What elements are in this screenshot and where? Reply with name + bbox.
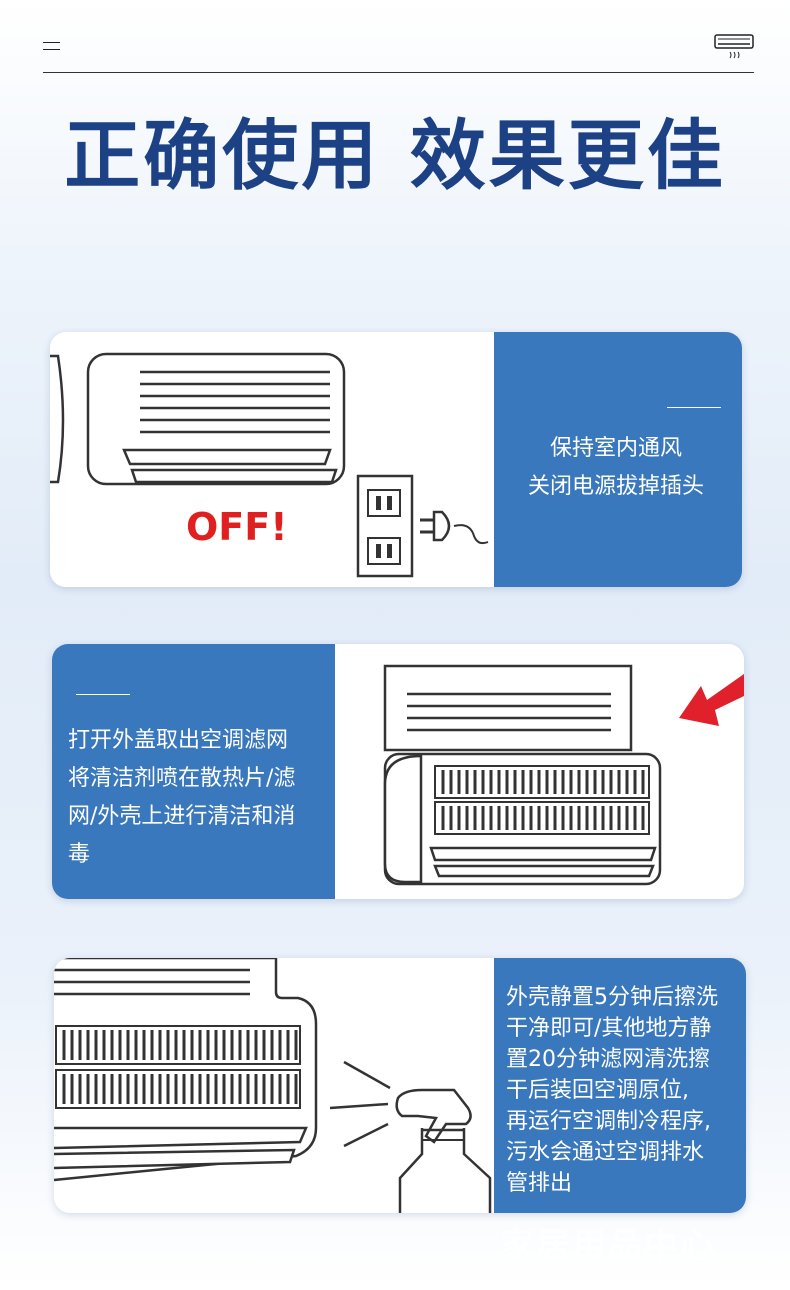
air-conditioner-icon bbox=[714, 34, 754, 59]
watermark: 家居用品中心 bbox=[500, 1226, 716, 1266]
step-1-panel: 保持室内通风 关闭电源拔掉插头 bbox=[494, 332, 742, 587]
step-card-3: 外壳静置5分钟后擦洗 干净即可/其他地方静 置20分钟滤网清洗擦 干后装回空调原… bbox=[54, 958, 746, 1213]
step-1-illustration: OFF! bbox=[50, 332, 494, 587]
off-label: OFF! bbox=[186, 505, 288, 549]
step-2-illustration bbox=[335, 644, 744, 899]
step-3-text: 外壳静置5分钟后擦洗 干净即可/其他地方静 置20分钟滤网清洗擦 干后装回空调原… bbox=[506, 985, 718, 1196]
arrow-icon bbox=[679, 674, 744, 726]
top-bar bbox=[43, 30, 754, 73]
step-card-1: OFF! 保持室内通风 关闭电源拔掉插头 bbox=[50, 332, 742, 587]
step-card-2: 打开外盖取出空调滤网 将清洁剂喷在散热片/滤 网/外壳上进行清洁和消 毒 bbox=[52, 644, 744, 899]
step-3-panel: 外壳静置5分钟后擦洗 干净即可/其他地方静 置20分钟滤网清洗擦 干后装回空调原… bbox=[494, 958, 746, 1213]
step-1-rule bbox=[667, 407, 721, 408]
step-2-text: 打开外盖取出空调滤网 将清洁剂喷在散热片/滤 网/外壳上进行清洁和消 毒 bbox=[68, 728, 296, 867]
page-title: 正确使用 效果更佳 bbox=[64, 111, 726, 200]
menu-icon[interactable] bbox=[43, 42, 60, 50]
step-2-panel: 打开外盖取出空调滤网 将清洁剂喷在散热片/滤 网/外壳上进行清洁和消 毒 bbox=[52, 644, 335, 899]
step-3-illustration bbox=[54, 958, 494, 1213]
step-2-rule bbox=[76, 694, 130, 695]
step-1-text: 保持室内通风 关闭电源拔掉插头 bbox=[527, 436, 704, 499]
